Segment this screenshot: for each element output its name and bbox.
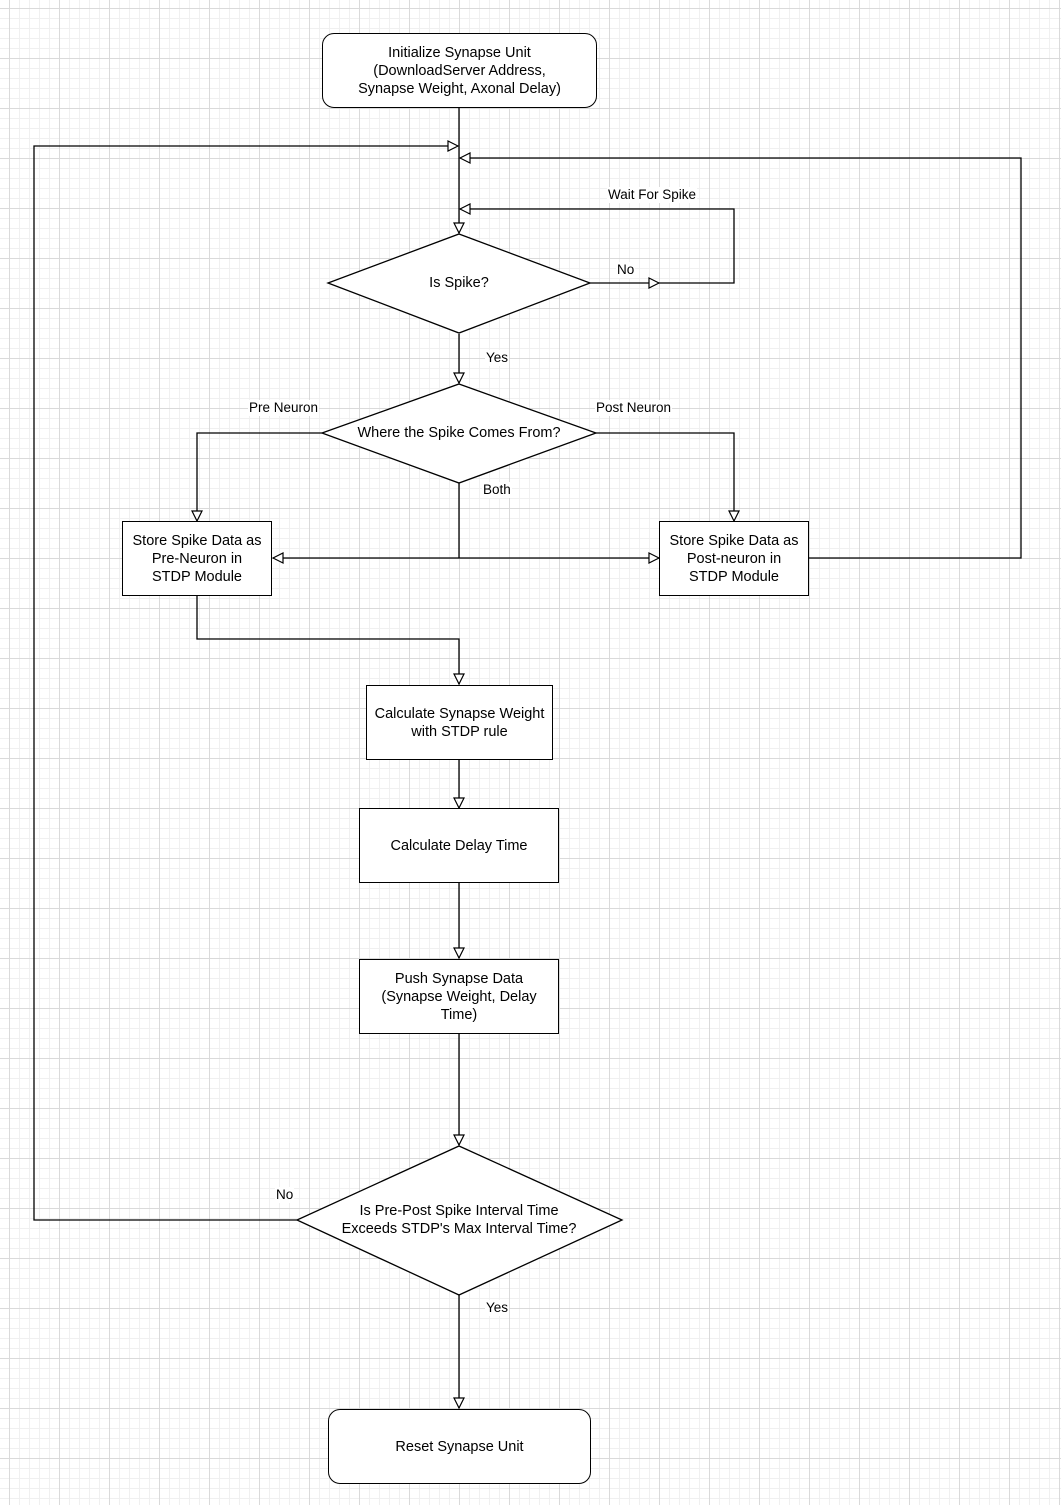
decision-interval-label: Is Pre-Post Spike Interval Time Exceeds …: [341, 1203, 577, 1237]
edge-pre-neuron: [197, 432, 322, 521]
decision-interval: Is Pre-Post Spike Interval Time Exceeds …: [318, 1200, 600, 1240]
edge-label-yes-interval: Yes: [485, 1300, 510, 1316]
store-pre-neuron-node: Store Spike Data as Pre-Neuron in STDP M…: [122, 521, 272, 596]
edge-interval-no-loop: [33, 146, 458, 1221]
edge-label-pre-neuron: Pre Neuron: [248, 400, 320, 416]
calc-delay-label: Calculate Delay Time: [390, 837, 528, 854]
calc-delay-node: Calculate Delay Time: [359, 808, 559, 883]
decision-where-from: Where the Spike Comes From?: [332, 420, 586, 446]
edge-label-both: Both: [482, 482, 512, 498]
start-node-label: Initialize Synapse Unit (DownloadServer …: [358, 44, 561, 97]
decision-is-spike-shape: [326, 233, 592, 334]
store-post-neuron-node: Store Spike Data as Post-neuron in STDP …: [659, 521, 809, 596]
store-pre-neuron-label: Store Spike Data as Pre-Neuron in STDP M…: [132, 532, 262, 585]
store-post-neuron-label: Store Spike Data as Post-neuron in STDP …: [669, 532, 799, 585]
push-synapse-data-label: Push Synapse Data (Synapse Weight, Delay…: [381, 970, 537, 1023]
calc-weight-label: Calculate Synapse Weight with STDP rule: [374, 705, 545, 740]
edge-label-no-spike: No: [616, 262, 636, 278]
edge-pre-to-calc: [196, 596, 459, 684]
decision-interval-shape: [295, 1145, 624, 1296]
decision-is-spike-label: Is Spike?: [429, 275, 489, 291]
decision-is-spike: Is Spike?: [360, 270, 558, 296]
edge-label-post-neuron: Post Neuron: [595, 400, 673, 416]
decision-where-from-shape: [320, 383, 598, 484]
edge-label-wait-for-spike: Wait For Spike: [607, 187, 698, 203]
edge-label-yes-spike: Yes: [485, 350, 510, 366]
edge-wait-loop: [460, 209, 735, 284]
decision-where-from-label: Where the Spike Comes From?: [357, 425, 561, 441]
start-node-initialize: Initialize Synapse Unit (DownloadServer …: [322, 33, 597, 108]
edge-post-loop: [460, 158, 1022, 559]
edge-post-neuron: [596, 432, 734, 521]
end-node-reset: Reset Synapse Unit: [328, 1409, 591, 1484]
end-node-label: Reset Synapse Unit: [395, 1438, 524, 1455]
edge-label-no-interval: No: [275, 1187, 295, 1203]
push-synapse-data-node: Push Synapse Data (Synapse Weight, Delay…: [359, 959, 559, 1034]
calc-weight-node: Calculate Synapse Weight with STDP rule: [366, 685, 553, 760]
